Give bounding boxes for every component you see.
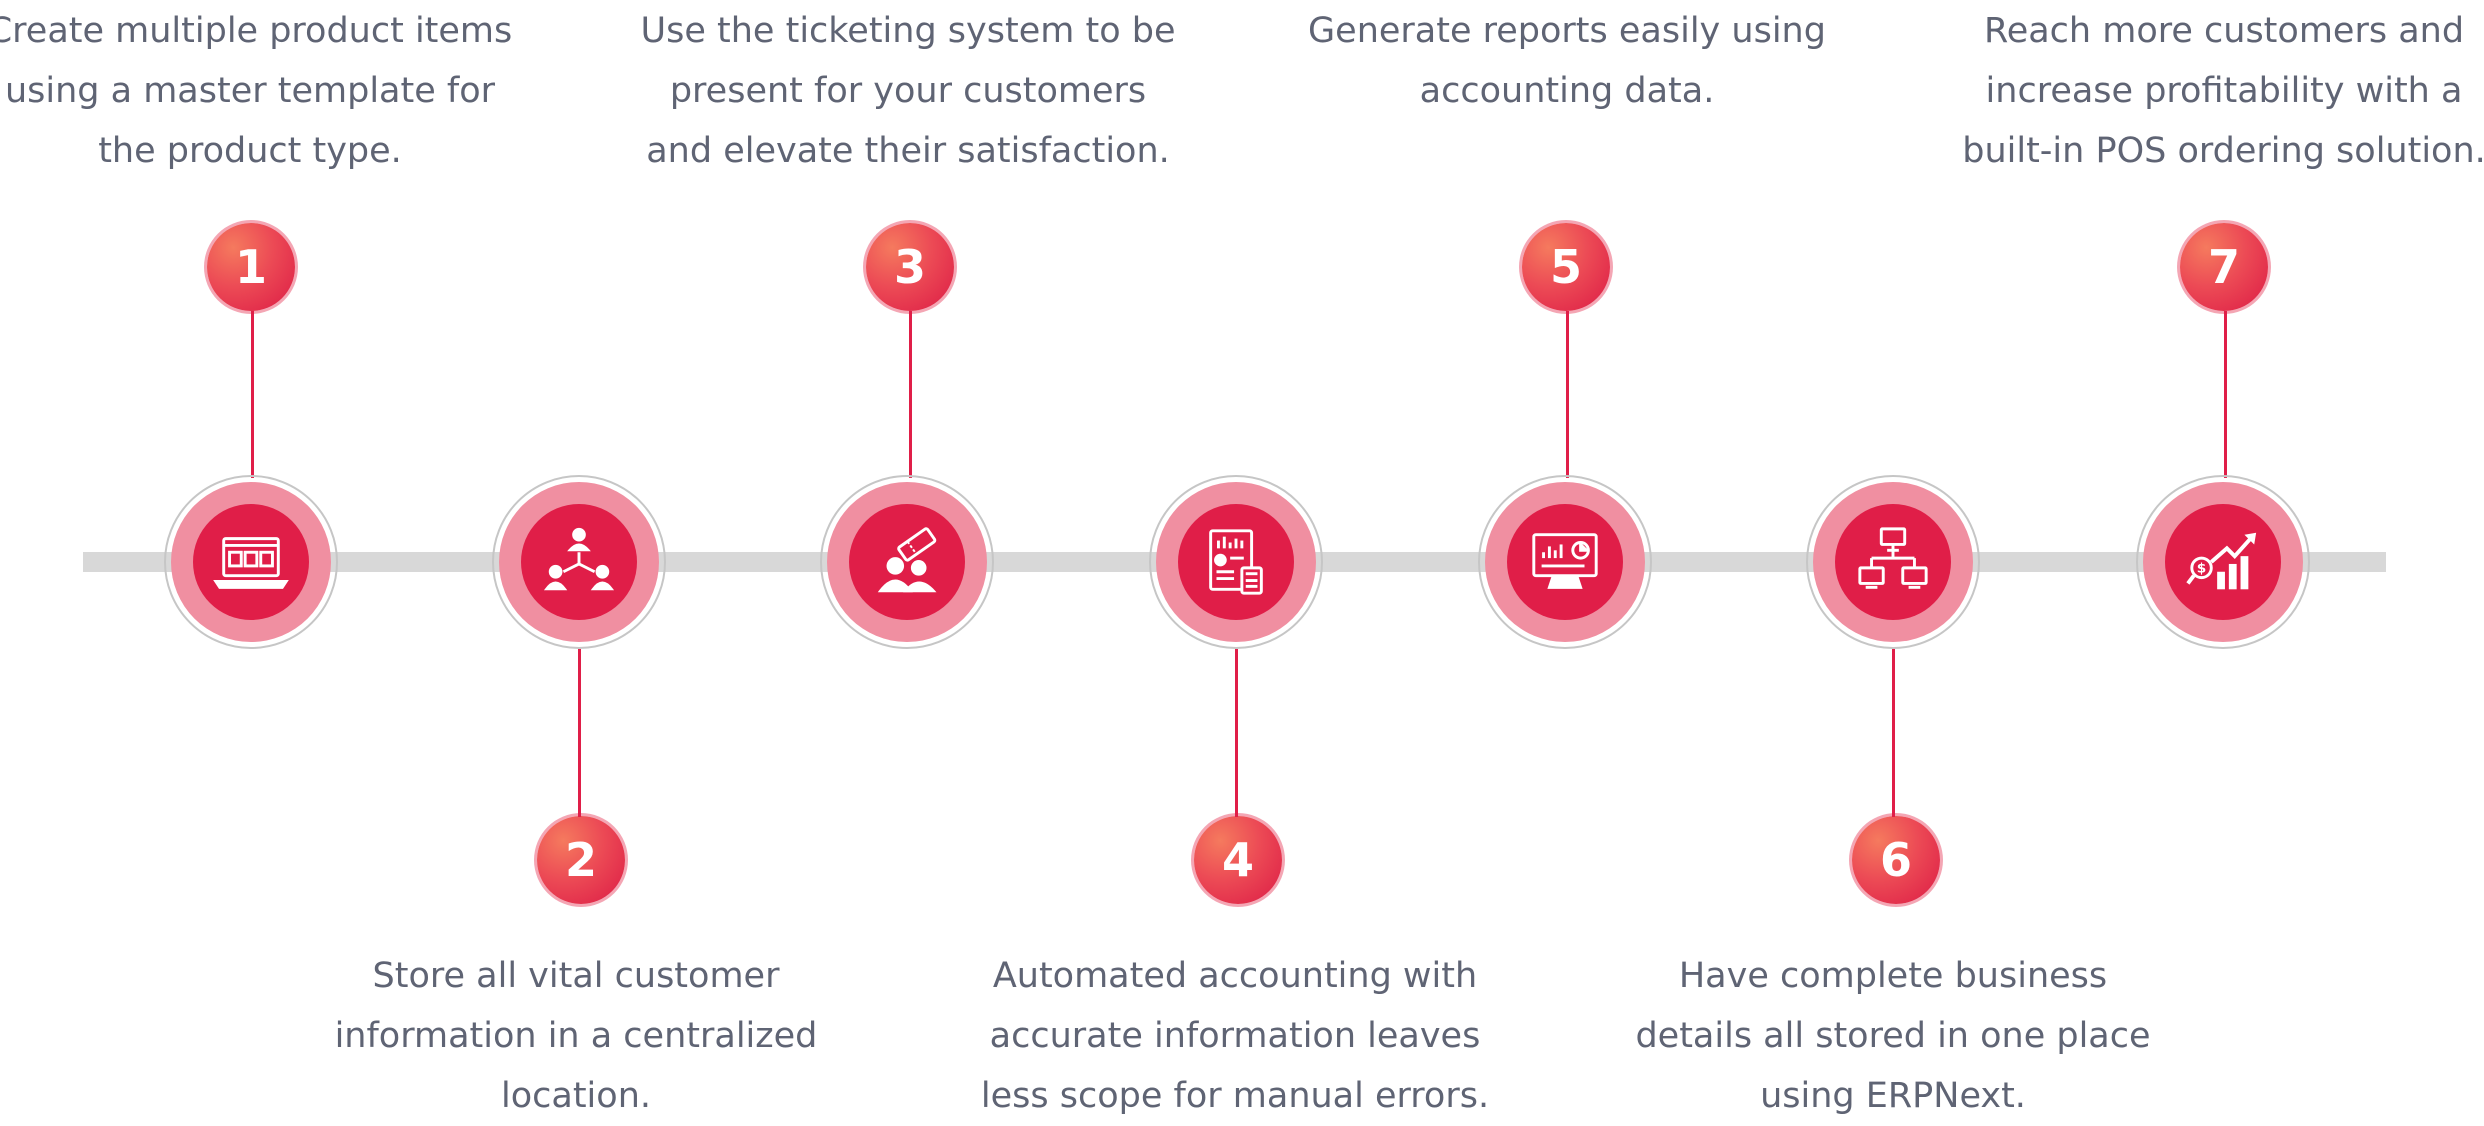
icon-outer-ring — [1478, 475, 1652, 649]
network-computers-icon — [1858, 527, 1928, 589]
customer-network-icon — [543, 527, 615, 591]
step-connector — [1566, 311, 1569, 478]
step-connector — [909, 311, 912, 478]
profit-growth-icon: $ — [2186, 532, 2257, 590]
icon-inner-circle — [1178, 504, 1294, 620]
laptop-products-icon — [213, 537, 289, 589]
icon-inner-circle: $ — [2165, 504, 2281, 620]
icon-inner-circle — [521, 504, 637, 620]
step-connector — [578, 649, 581, 817]
icon-inner-circle — [193, 504, 309, 620]
step-connector — [2224, 311, 2227, 478]
icon-inner-circle — [1507, 504, 1623, 620]
step-number-badge: 6 — [1852, 816, 1940, 904]
icon-inner-circle — [849, 504, 965, 620]
step-number-badge: 1 — [207, 223, 295, 311]
icon-outer-ring — [2136, 475, 2310, 649]
step-number-badge: 3 — [866, 223, 954, 311]
icon-outer-ring — [1806, 475, 1980, 649]
step-number-badge: 4 — [1194, 816, 1282, 904]
step-description: Have complete business details all store… — [1635, 956, 2151, 1116]
step-description: Store all vital customer information in … — [334, 956, 818, 1116]
icon-outer-ring — [492, 475, 666, 649]
icon-outer-ring — [820, 475, 994, 649]
step-description: Use the ticketing system to be present f… — [640, 11, 1176, 171]
icon-inner-circle — [1835, 504, 1951, 620]
icon-outer-ring — [164, 475, 338, 649]
icon-outer-ring — [1149, 475, 1323, 649]
step-connector — [1235, 649, 1238, 817]
step-description: Generate reports easily using accounting… — [1308, 11, 1826, 111]
svg-text:$: $ — [2197, 561, 2207, 577]
step-number-badge: 7 — [2180, 223, 2268, 311]
step-number-badge: 5 — [1522, 223, 1610, 311]
step-description: Automated accounting with accurate infor… — [980, 956, 1490, 1116]
monitor-report-icon — [1532, 533, 1598, 589]
accounting-report-icon — [1209, 529, 1263, 595]
step-description: Reach more customers and increase profit… — [1962, 11, 2484, 171]
step-description: Create multiple product items using a ma… — [0, 11, 513, 171]
ticket-support-icon — [877, 527, 937, 593]
step-connector — [251, 311, 254, 478]
step-connector — [1892, 649, 1895, 817]
step-number-badge: 2 — [537, 816, 625, 904]
